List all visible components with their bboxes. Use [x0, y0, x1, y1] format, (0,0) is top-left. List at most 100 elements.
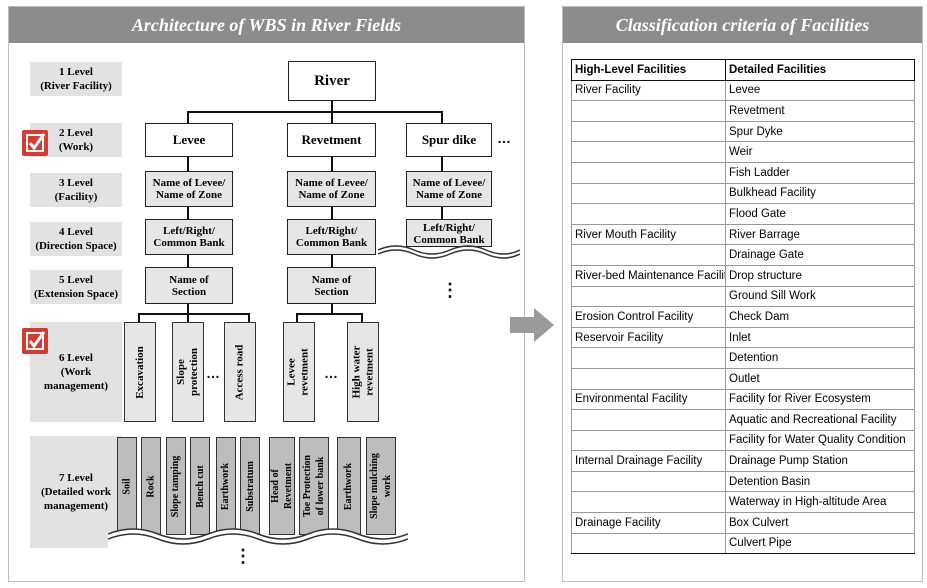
connector [187, 157, 189, 171]
level-6-label: 6 Level (Work management) [30, 322, 122, 422]
connector [187, 111, 189, 123]
slope-tamping-box: Slope tamping [166, 437, 186, 535]
high-level-facility-cell: Internal Drainage Facility [571, 450, 726, 472]
high-level-facility-cell [571, 121, 726, 143]
revetment-box: Revetment [287, 123, 376, 157]
spur-dike-box: Spur dike [406, 123, 492, 157]
classification-table: High-Level Facilities Detailed Facilitie… [571, 59, 915, 555]
detailed-facility-cell: Bulkhead Facility [725, 183, 915, 205]
detailed-facility-cell: Levee [725, 80, 915, 102]
earthwork-box: Earthwork [337, 437, 361, 535]
detailed-facility-cell: Drop structure [725, 265, 915, 287]
levee-name-box: Name of Levee/ Name of Zone [145, 171, 233, 207]
levee-section-box: Name of Section [145, 267, 233, 304]
connector [331, 304, 333, 314]
high-level-facility-cell [571, 244, 726, 266]
substratum-box: Substratum [240, 437, 260, 535]
high-level-facility-cell: River-bed Maintenance Facility [571, 265, 726, 287]
ellipsis: … [324, 365, 338, 381]
detailed-facility-cell: Inlet [725, 327, 915, 349]
detailed-facility-cell: Revetment [725, 100, 915, 122]
table-header-row: High-Level Facilities Detailed Facilitie… [571, 59, 915, 81]
detailed-facility-cell: Spur Dyke [725, 121, 915, 143]
high-level-facility-cell [571, 141, 726, 163]
wbs-panel-title: Architecture of WBS in River Fields [9, 7, 524, 43]
connector [441, 157, 443, 171]
connector [331, 255, 333, 267]
detailed-facility-cell: Ground Sill Work [725, 286, 915, 308]
river-root-box: River [288, 61, 376, 101]
high-water-revetment-box: High water revetment [347, 322, 379, 422]
connector [187, 111, 443, 113]
high-level-facility-cell [571, 183, 726, 205]
high-level-facility-cell: River Mouth Facility [571, 224, 726, 246]
high-level-facility-cell [571, 162, 726, 184]
table-row: Culvert Pipe [571, 533, 915, 555]
high-level-facility-cell [571, 368, 726, 390]
vertical-ellipsis: ⋮ [441, 280, 459, 300]
detailed-facility-cell: Drainage Gate [725, 244, 915, 266]
connector [441, 111, 443, 123]
table-row: Detention Basin [571, 471, 915, 493]
high-level-facility-cell [571, 203, 726, 225]
table-row: Facility for Water Quality Condition [571, 430, 915, 452]
connector [296, 313, 363, 315]
table-row: Detention [571, 347, 915, 369]
excavation-box: Excavation [124, 322, 156, 422]
detailed-facility-cell: Drainage Pump Station [725, 450, 915, 472]
checkbox-checked-icon [22, 130, 48, 156]
revetment-name-box: Name of Levee/ Name of Zone [287, 171, 376, 207]
detailed-facility-cell: Detention Basin [725, 471, 915, 493]
spur-dike-name-box: Name of Levee/ Name of Zone [406, 171, 492, 207]
table-row: Drainage Gate [571, 244, 915, 266]
classification-panel-title: Classification criteria of Facilities [563, 7, 922, 43]
table-row: Spur Dyke [571, 121, 915, 143]
high-level-facility-cell [571, 100, 726, 122]
bench-cut-box: Bench cut [190, 437, 210, 535]
connector [331, 100, 333, 112]
detailed-facility-cell: Facility for River Ecosystem [725, 389, 915, 411]
slope-mulching-box: Slope mulching work [366, 437, 396, 535]
level-5-label: 5 Level (Extension Space) [30, 270, 122, 304]
revetment-section-box: Name of Section [287, 267, 376, 304]
high-level-facility-cell: Erosion Control Facility [571, 306, 726, 328]
high-level-facility-cell [571, 286, 726, 308]
connector [331, 111, 333, 123]
level-4-label: 4 Level (Direction Space) [30, 222, 122, 256]
toe-protection-box: Toe Protection of lower bank [299, 437, 329, 535]
detailed-facility-cell: Fish Ladder [725, 162, 915, 184]
high-level-facility-cell [571, 491, 726, 514]
high-level-facility-cell: Drainage Facility [571, 512, 726, 534]
high-level-facility-cell [571, 347, 726, 369]
connector [138, 313, 250, 315]
high-level-facility-cell: River Facility [571, 80, 726, 102]
levee-bank-box: Left/Right/ Common Bank [145, 219, 233, 255]
table-row: Fish Ladder [571, 162, 915, 184]
high-level-facility-cell [571, 533, 726, 555]
detailed-facility-cell: Box Culvert [725, 512, 915, 534]
level-7-label: 7 Level (Detailed work management) [30, 436, 122, 548]
high-level-facility-cell [571, 471, 726, 493]
table-row: Ground Sill Work [571, 286, 915, 308]
soil-box: Soil [117, 437, 137, 535]
connector [296, 313, 298, 322]
detailed-facility-cell: Waterway in High-altitude Area [725, 491, 915, 514]
spur-dike-bank-box: Left/Right/ Common Bank [406, 219, 492, 247]
detailed-facility-cell: Weir [725, 141, 915, 163]
connector [331, 207, 333, 219]
table-row: Revetment [571, 100, 915, 122]
detailed-facility-cell: Facility for Water Quality Condition [725, 430, 915, 452]
levee-revetment-box: Levee revetment [283, 322, 315, 422]
connector [187, 207, 189, 219]
column-header: Detailed Facilities [725, 59, 915, 81]
connector [331, 157, 333, 171]
detailed-facility-cell: Detention [725, 347, 915, 369]
column-header: High-Level Facilities [571, 59, 726, 81]
